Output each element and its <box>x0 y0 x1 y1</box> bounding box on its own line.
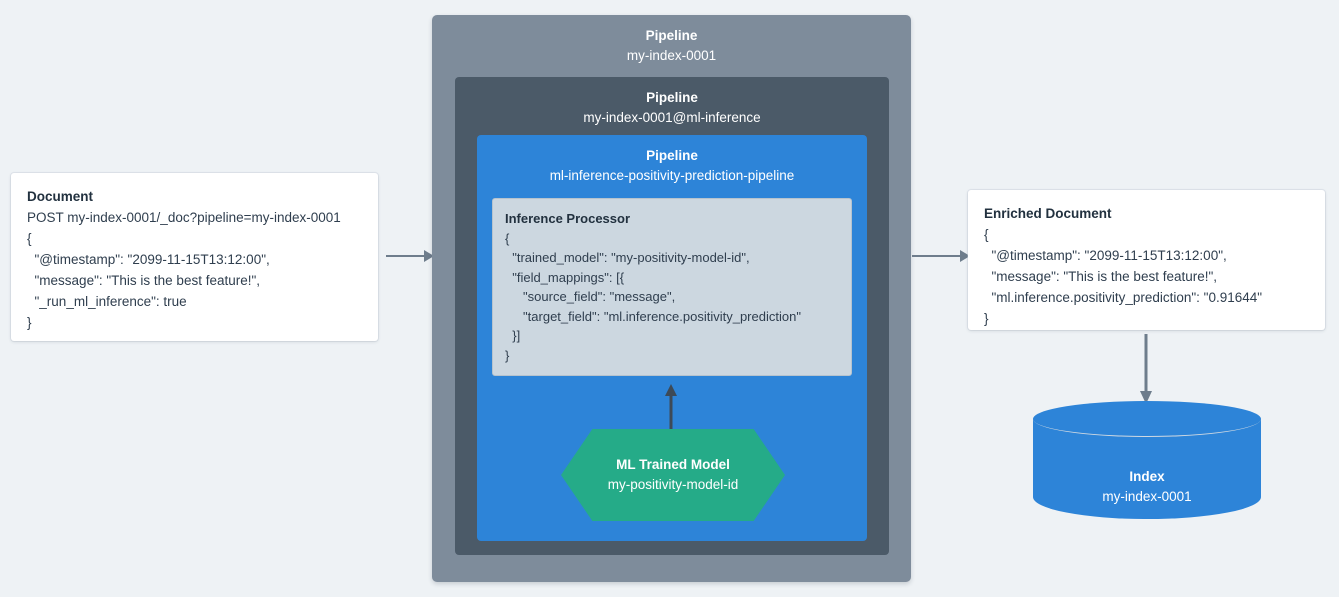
index-kind: Index <box>1129 469 1165 484</box>
arrow-down-icon <box>1138 334 1154 404</box>
enriched-document-title: Enriched Document <box>984 206 1112 221</box>
document-card: Document POST my-index-0001/_doc?pipelin… <box>11 173 378 341</box>
pipeline-mid-header: Pipeline my-index-0001@ml-inference <box>455 77 889 127</box>
enriched-document-line: "@timestamp": "2099-11-15T13:12:00", <box>984 247 1227 263</box>
pipeline-outer-header: Pipeline my-index-0001 <box>432 15 911 65</box>
pipeline-inner-header: Pipeline ml-inference-positivity-predict… <box>477 135 867 185</box>
enriched-document-line: } <box>984 310 989 326</box>
inference-processor-line: "trained_model": "my-positivity-model-id… <box>505 250 750 265</box>
pipeline-inner-kind: Pipeline <box>646 148 698 163</box>
pipeline-mid-kind: Pipeline <box>646 90 698 105</box>
index-cylinder-label: Index my-index-0001 <box>1033 467 1261 506</box>
ml-trained-model-hexagon: ML Trained Model my-positivity-model-id <box>561 429 785 521</box>
enriched-document-card: Enriched Document { "@timestamp": "2099-… <box>968 190 1325 330</box>
ml-trained-model-kind: ML Trained Model <box>616 457 730 473</box>
document-card-line: "@timestamp": "2099-11-15T13:12:00", <box>27 251 270 267</box>
inference-processor-line: "target_field": "ml.inference.positivity… <box>505 308 801 324</box>
arrow-right-icon <box>386 248 434 264</box>
inference-processor-line: "field_mappings": [{ <box>505 269 625 285</box>
document-card-line: } <box>27 314 32 330</box>
ml-trained-model-name: my-positivity-model-id <box>607 477 739 492</box>
index-cylinder: Index my-index-0001 <box>1033 401 1261 529</box>
pipeline-outer-name: my-index-0001 <box>626 47 717 63</box>
document-card-line: "_run_ml_inference": true <box>27 293 187 309</box>
arrow-up-icon <box>663 384 679 436</box>
pipeline-outer-kind: Pipeline <box>645 28 698 43</box>
document-card-line: POST my-index-0001/_doc?pipeline=my-inde… <box>27 209 341 225</box>
index-cylinder-top <box>1033 401 1261 437</box>
inference-processor-line: { <box>505 230 510 246</box>
inference-processor-box: Inference Processor { "trained_model": "… <box>492 198 852 376</box>
enriched-document-line: "message": "This is the best feature!", <box>984 268 1218 284</box>
inference-processor-line: }] <box>505 328 521 343</box>
enriched-document-line: "ml.inference.positivity_prediction": "0… <box>984 289 1263 305</box>
pipeline-mid-name: my-index-0001@ml-inference <box>583 109 761 125</box>
enriched-document-line: { <box>984 226 989 242</box>
arrow-right-icon <box>912 248 970 264</box>
document-card-line: { <box>27 230 32 246</box>
inference-processor-title: Inference Processor <box>505 211 631 226</box>
document-card-title: Document <box>27 189 94 204</box>
inference-processor-line: } <box>505 347 510 363</box>
index-name: my-index-0001 <box>1102 488 1192 504</box>
inference-processor-line: "source_field": "message", <box>505 289 676 304</box>
document-card-line: "message": "This is the best feature!", <box>27 272 261 288</box>
pipeline-inner-name: ml-inference-positivity-prediction-pipel… <box>549 167 795 183</box>
